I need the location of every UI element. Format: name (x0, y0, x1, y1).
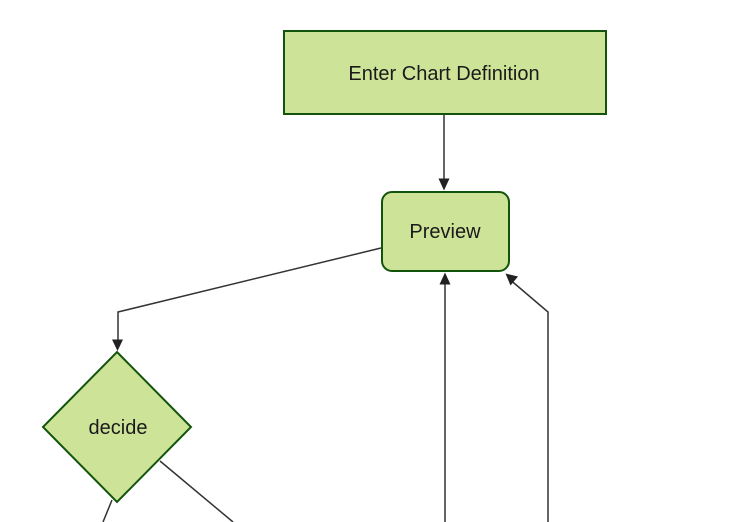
flowchart-node-enter-chart-definition: Enter Chart Definition (283, 30, 607, 115)
edge-preview-to-decide-line (117, 247, 382, 340)
edge-bottom-to-preview-right-line (510, 279, 549, 522)
node-decide-label: decide (89, 417, 148, 439)
node-enter-chart-definition-label: Enter Chart Definition (348, 63, 539, 85)
edge-enter-to-preview (438, 114, 450, 191)
arrowhead-into-preview-bottom (439, 272, 451, 285)
node-decide-shape (41, 350, 193, 504)
arrowhead-into-preview-top (438, 178, 450, 191)
edge-preview-to-decide (112, 247, 382, 351)
edge-bottom-to-preview-center (439, 272, 451, 522)
node-preview-label: Preview (409, 221, 481, 243)
arrowhead-into-decide-top (112, 339, 123, 351)
edge-decide-to-bottom-left (102, 499, 113, 522)
node-preview-shape (381, 191, 510, 272)
flowchart-node-preview: Preview (381, 191, 510, 272)
edge-bottom-to-preview-right (505, 273, 549, 522)
edge-decide-to-bottom-right (159, 460, 234, 522)
arrowhead-into-preview-corner (505, 273, 518, 286)
flowchart-node-decide: decide (41, 350, 193, 504)
node-enter-chart-definition-shape (283, 30, 607, 115)
